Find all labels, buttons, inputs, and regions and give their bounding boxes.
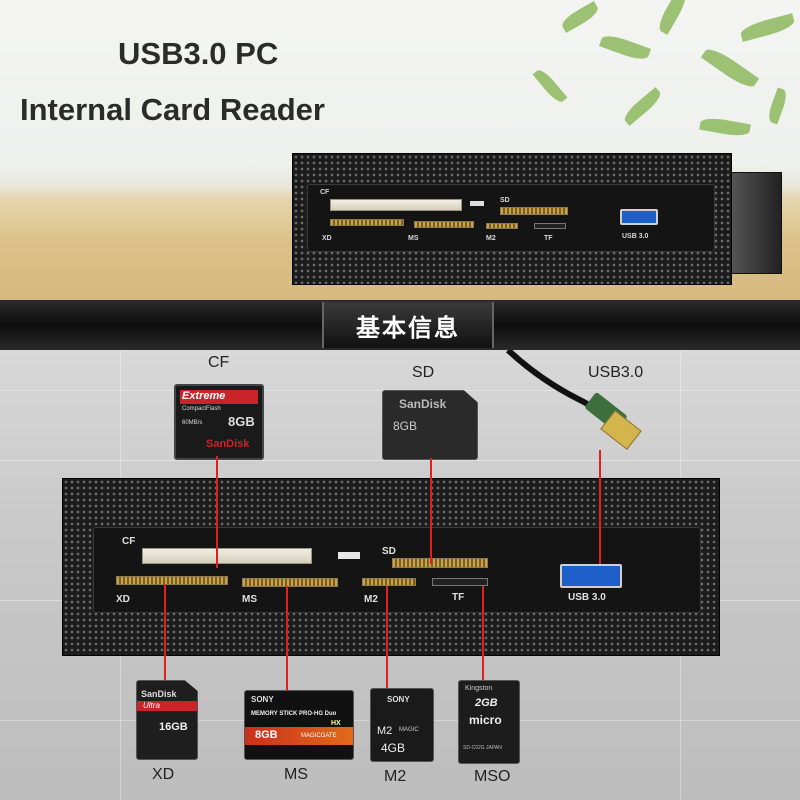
sd-slot bbox=[500, 207, 568, 215]
mso-card-brand: Kingston bbox=[465, 685, 493, 692]
mso-card: Kingston 2GB micro SD-C02G JAPAN bbox=[458, 680, 520, 764]
callout-line-sd bbox=[430, 458, 432, 564]
ms-card-brand: SONY bbox=[251, 695, 274, 704]
main-cf-label: CF bbox=[122, 536, 136, 547]
cf-card-line: Extreme bbox=[182, 390, 226, 402]
ms-label: MS bbox=[408, 235, 419, 242]
hero-banner: USB3.0 PC Internal Card Reader CF SD XD … bbox=[0, 0, 800, 300]
main-usb-port bbox=[560, 564, 622, 588]
callout-line-mso bbox=[482, 586, 484, 680]
callout-line-usb bbox=[599, 450, 601, 564]
main-ms-label: MS bbox=[242, 594, 257, 605]
main-tf-slot bbox=[432, 578, 488, 586]
callout-line-m2 bbox=[386, 586, 388, 690]
label-m2: M2 bbox=[384, 768, 407, 785]
main-usb-label: USB 3.0 bbox=[568, 592, 606, 603]
cf-card-stripe bbox=[180, 390, 258, 404]
title-line-1: USB3.0 PC bbox=[118, 36, 279, 71]
m2-card: SONY M2 MAGIC 4GB bbox=[370, 688, 434, 762]
m2-label: M2 bbox=[486, 235, 496, 242]
card-reader-top-photo: CF SD XD MS M2 TF USB 3.0 bbox=[292, 153, 732, 285]
leaf-decoration bbox=[765, 87, 790, 125]
section-title: 基本信息 bbox=[322, 302, 494, 348]
leaf-decoration bbox=[532, 66, 568, 106]
callout-cf: CF bbox=[208, 354, 230, 371]
mso-card-cap: 2GB bbox=[475, 697, 498, 709]
leaf-decoration bbox=[738, 13, 797, 42]
leaf-decoration bbox=[699, 115, 751, 139]
label-ms: MS bbox=[284, 766, 308, 783]
leaf-decoration bbox=[559, 0, 601, 34]
callout-sd: SD bbox=[412, 364, 435, 381]
mso-card-sub: SD-C02G JAPAN bbox=[463, 745, 502, 751]
main-xd-slot bbox=[116, 576, 228, 585]
tf-label: TF bbox=[544, 235, 553, 242]
xd-slot bbox=[330, 219, 404, 226]
m2-card-cap: 4GB bbox=[381, 741, 406, 755]
callout-usb: USB3.0 bbox=[588, 364, 644, 381]
main-tf-label: TF bbox=[452, 592, 465, 603]
sd-card-brand: SanDisk bbox=[399, 397, 447, 411]
leaf-decoration bbox=[655, 0, 690, 35]
main-sd-slot bbox=[392, 558, 488, 568]
tf-slot bbox=[534, 223, 566, 229]
main-ms-slot bbox=[242, 578, 338, 587]
main-sd-label: SD bbox=[382, 546, 396, 557]
ms-card-hx: HX bbox=[331, 720, 341, 727]
xd-label: XD bbox=[322, 235, 332, 242]
m2-card-sub: MAGIC bbox=[399, 727, 419, 733]
ms-card-line: MEMORY STICK PRO-HG Duo bbox=[251, 711, 337, 717]
main-led bbox=[338, 552, 360, 559]
leaf-decoration bbox=[621, 87, 664, 126]
sd-card-cap: 8GB bbox=[393, 419, 418, 433]
leaf-decoration bbox=[598, 31, 652, 64]
title-line-2: Internal Card Reader bbox=[20, 92, 325, 127]
main-m2-label: M2 bbox=[364, 594, 378, 605]
led-indicator bbox=[470, 201, 484, 206]
cf-card: Extreme CompactFlash 60MB/s 8GB SanDisk bbox=[174, 384, 264, 460]
xd-card-cap: 16GB bbox=[159, 721, 188, 733]
callout-line-ms bbox=[286, 586, 288, 690]
ms-card-stripe bbox=[245, 727, 353, 745]
cf-slot bbox=[330, 199, 462, 211]
ms-card: SONY MEMORY STICK PRO-HG Duo 8GB HX MAGI… bbox=[244, 690, 354, 760]
reader-bezel: CF SD XD MS M2 TF USB 3.0 bbox=[307, 184, 715, 252]
leaf-decoration bbox=[700, 44, 760, 92]
cf-card-speed: 60MB/s bbox=[182, 420, 203, 426]
xd-card: SanDisk Ultra 16GB bbox=[136, 680, 198, 760]
usb-cable bbox=[505, 350, 611, 424]
card-reader-front: CF SD XD MS M2 TF USB 3.0 bbox=[62, 478, 720, 656]
label-mso: MSO bbox=[474, 768, 511, 785]
cf-card-sub: CompactFlash bbox=[182, 406, 221, 412]
usb-port bbox=[620, 209, 658, 225]
m2-card-line: M2 bbox=[377, 725, 393, 737]
xd-card-stripe bbox=[137, 701, 197, 711]
m2-card-brand: SONY bbox=[387, 695, 410, 704]
main-cf-slot bbox=[142, 548, 312, 564]
sd-label: SD bbox=[500, 197, 510, 204]
xd-card-line: Ultra bbox=[143, 701, 160, 710]
callout-line-xd bbox=[164, 584, 166, 680]
main-m2-slot bbox=[362, 578, 416, 586]
cf-label: CF bbox=[320, 189, 330, 196]
ms-card-gate: MAGICGATE bbox=[301, 733, 337, 739]
mso-card-line: micro bbox=[469, 713, 502, 727]
callout-line-cf bbox=[216, 456, 218, 568]
xd-card-brand: SanDisk bbox=[141, 689, 177, 699]
sd-card: SanDisk 8GB bbox=[382, 390, 478, 460]
m2-slot bbox=[486, 223, 518, 229]
ms-slot bbox=[414, 221, 474, 228]
cf-card-brand: SanDisk bbox=[206, 438, 250, 450]
ms-card-cap: 8GB bbox=[255, 729, 278, 741]
usb-label: USB 3.0 bbox=[622, 233, 649, 240]
cf-card-cap: 8GB bbox=[228, 414, 255, 429]
main-xd-label: XD bbox=[116, 594, 130, 605]
label-xd: XD bbox=[152, 766, 175, 783]
reader-main-bezel: CF SD XD MS M2 TF USB 3.0 bbox=[93, 527, 701, 613]
drive-bracket bbox=[730, 172, 782, 274]
